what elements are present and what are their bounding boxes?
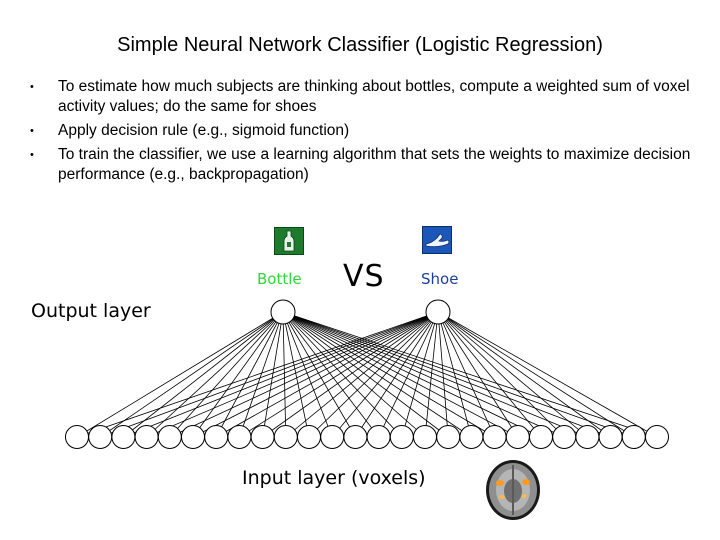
shoe-icon (422, 226, 452, 254)
input-layer-label: Input layer (voxels) (242, 467, 426, 489)
connection-line (437, 311, 449, 438)
connection-line (262, 311, 439, 438)
connection-line (437, 311, 519, 438)
connection-line (123, 311, 439, 438)
connection-line (437, 311, 565, 438)
connection-line (100, 311, 439, 438)
connection-line (378, 311, 439, 438)
input-node (297, 425, 321, 449)
output-node-bottle (270, 299, 296, 325)
connection-line (285, 311, 439, 438)
connection-line (282, 311, 426, 438)
connection-line (437, 311, 495, 438)
connection-line (146, 311, 439, 438)
connection-line (437, 311, 588, 438)
connection-line (437, 311, 611, 438)
connection-line (262, 311, 284, 438)
input-node (88, 425, 113, 449)
input-node (529, 425, 553, 449)
input-node (204, 425, 229, 449)
connection-line (282, 311, 611, 438)
bullet-list: To estimate how much subjects are thinki… (30, 77, 700, 189)
connection-line (282, 311, 379, 438)
input-node (343, 425, 368, 449)
connection-line (355, 311, 439, 438)
connection-line (192, 311, 284, 438)
input-node (181, 425, 205, 449)
input-node (65, 425, 89, 449)
connection-line (282, 311, 495, 438)
bottle-icon (274, 227, 304, 255)
input-node (459, 425, 484, 449)
connection-line (169, 311, 284, 438)
bottle-label: Bottle (257, 270, 302, 288)
bullet-item: To estimate how much subjects are thinki… (30, 77, 700, 117)
connection-line (282, 311, 542, 438)
input-node (250, 425, 275, 449)
connection-line (282, 311, 634, 438)
connection-line (282, 311, 518, 438)
slide-title: Simple Neural Network Classifier (Logist… (117, 34, 603, 56)
connection-line (99, 311, 284, 438)
connection-line (123, 311, 284, 438)
connection-line (282, 311, 449, 438)
input-layer-nodes (65, 425, 669, 449)
connection-line (282, 311, 658, 438)
connection-line (424, 311, 439, 438)
connection-line (146, 311, 284, 438)
input-node (505, 425, 530, 449)
connection-line (215, 311, 284, 438)
connection-line (76, 311, 284, 438)
connection-line (282, 311, 588, 438)
connection-line (437, 311, 658, 438)
connection-line (169, 311, 439, 438)
input-node (575, 425, 600, 449)
input-node (273, 425, 298, 449)
connection-line (282, 311, 333, 438)
connections (76, 311, 658, 438)
shoe-label: Shoe (421, 270, 459, 288)
output-node-shoe (425, 299, 451, 325)
connection-line (331, 311, 439, 438)
input-node (227, 425, 252, 449)
connection-line (239, 311, 284, 438)
input-node (111, 425, 136, 449)
connection-line (308, 311, 439, 438)
input-node (598, 425, 623, 449)
vs-text: VS (343, 259, 385, 294)
connection-line (282, 311, 472, 438)
connection-line (76, 311, 439, 438)
input-node (157, 425, 182, 449)
connection-line (282, 311, 403, 438)
connection-line (401, 311, 439, 438)
brain-scan-icon (482, 459, 544, 521)
connection-line (282, 311, 356, 438)
connection-line (192, 311, 439, 438)
input-node (482, 425, 507, 449)
connection-line (239, 311, 439, 438)
input-node (413, 425, 437, 449)
connection-line (282, 311, 310, 438)
input-node (134, 425, 159, 449)
bullet-item: Apply decision rule (e.g., sigmoid funct… (30, 121, 700, 141)
input-node (552, 425, 577, 449)
output-layer-nodes (270, 299, 451, 325)
connection-line (282, 311, 287, 438)
connection-line (437, 311, 542, 438)
bullet-item: To train the classifier, we use a learni… (30, 145, 700, 185)
input-node (389, 425, 414, 449)
connection-line (437, 311, 635, 438)
connection-line (216, 311, 439, 438)
connection-line (282, 311, 565, 438)
connection-line (437, 311, 472, 438)
output-layer-label: Output layer (31, 300, 151, 322)
input-node (436, 425, 461, 449)
input-node (320, 425, 345, 449)
input-node (366, 425, 391, 449)
input-node (645, 425, 669, 449)
input-node (621, 425, 646, 449)
